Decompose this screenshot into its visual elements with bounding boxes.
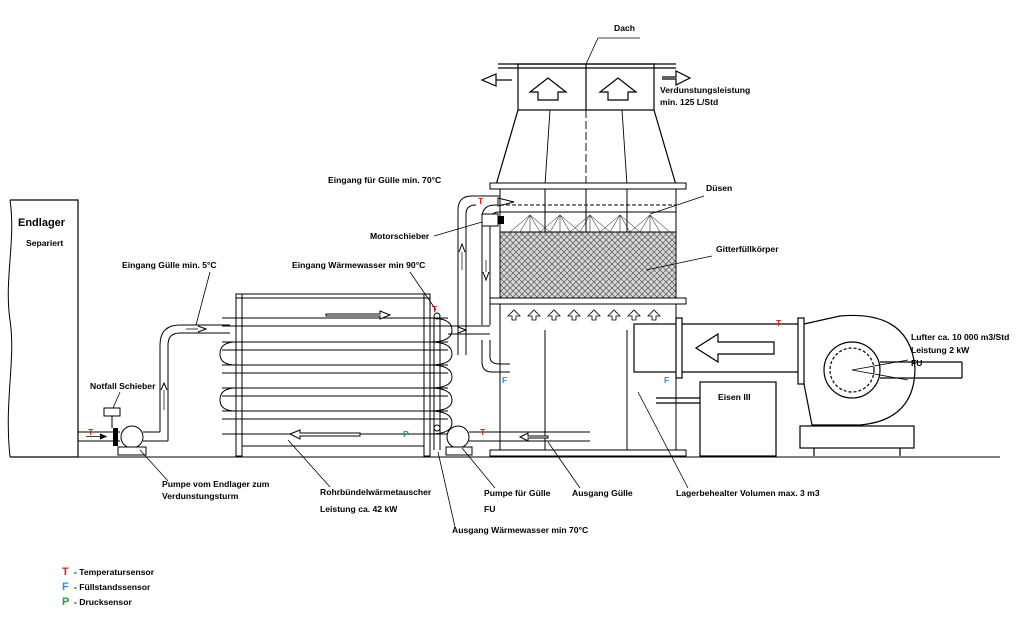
storage-pump [117, 425, 168, 456]
pressure-sensor-marker: P [403, 429, 409, 439]
final-storage: Endlager Separiert [7, 199, 79, 458]
roof-label: Dach [614, 23, 635, 33]
temp-sensor-air: T [776, 318, 782, 328]
fan-airflow-label: Lufter ca. 10 000 m3/Std [911, 332, 1009, 342]
temp-sensor-tower-inlet: T [478, 196, 484, 206]
final-storage-label: Endlager [18, 217, 66, 229]
separated-label: Separiert [26, 238, 63, 248]
fan [799, 314, 963, 456]
fan-power-label: Leistung 2 kW [911, 345, 970, 355]
inlet-hot-water-label: Eingang Wärmewasser min 90°C [292, 260, 425, 270]
heat-exchanger-power-label: Leistung ca. 42 kW [320, 504, 398, 514]
outlet-hot-water-label: Ausgang Wärmewasser min 70°C [452, 525, 588, 535]
legend-pressure-text: - Drucksensor [74, 597, 132, 607]
fan-fu-label: FU [911, 358, 922, 368]
emergency-valve-label: Notfall Schieber [90, 381, 156, 391]
level-sensor-duct: F [664, 375, 669, 385]
storage-pump-label-2: Verdunstungsturm [162, 491, 239, 501]
airflow-arrows [507, 309, 661, 321]
outlet-slurry-label: Ausgang Gülle [572, 488, 633, 498]
legend: T - Temperatursensor F - Füllstandssenso… [62, 566, 155, 608]
motor-valve-label: Motorschieber [370, 231, 430, 241]
evaporation-label: Verdunstungsleistung [660, 85, 750, 95]
riser-pipe [159, 324, 230, 441]
temp-sensor-slurry-out: T [480, 427, 486, 437]
slurry-pump-fu-label: FU [484, 504, 495, 514]
heat-exchanger-label: Rohrbündelwärmetauscher [320, 487, 432, 497]
legend-level-text: - Füllstandssensor [74, 582, 151, 592]
iron-tank [656, 381, 777, 457]
legend-temp-symbol: T [62, 566, 69, 578]
tower-roof [480, 37, 692, 186]
inlet-slurry-5-label: Eingang Gülle min. 5°C [122, 260, 217, 270]
motor-valve: Motorschieber [370, 213, 504, 241]
level-sensor-tower: F [502, 375, 507, 385]
emergency-valve: Notfall Schieber [90, 381, 156, 446]
inlet-slurry-70-label: Eingang für Gülle min. 70°C [328, 175, 441, 185]
slurry-pump-label: Pumpe für Gülle [484, 488, 551, 498]
storage-tank-label: Lagerbehealter Volumen max. 3 m3 [676, 488, 820, 498]
nozzles [509, 214, 671, 233]
iron-tank-label: Eisen III [718, 392, 750, 402]
air-duct [633, 317, 805, 385]
storage-pump-label: Pumpe vom Endlager zum [162, 479, 270, 489]
tower-body [489, 182, 687, 305]
legend-pressure-symbol: P [62, 596, 69, 608]
grid-packing-label: Gitterfüllkörper [716, 244, 779, 254]
legend-level-symbol: F [62, 581, 69, 593]
temp-sensor-storage: T [88, 427, 94, 437]
legend-temp-text: - Temperatursensor [74, 567, 155, 577]
evaporation-rate-label: min. 125 L/Std [660, 97, 718, 107]
nozzles-label: Düsen [706, 183, 732, 193]
heat-exchanger [219, 293, 453, 457]
slurry-pump [445, 425, 515, 456]
